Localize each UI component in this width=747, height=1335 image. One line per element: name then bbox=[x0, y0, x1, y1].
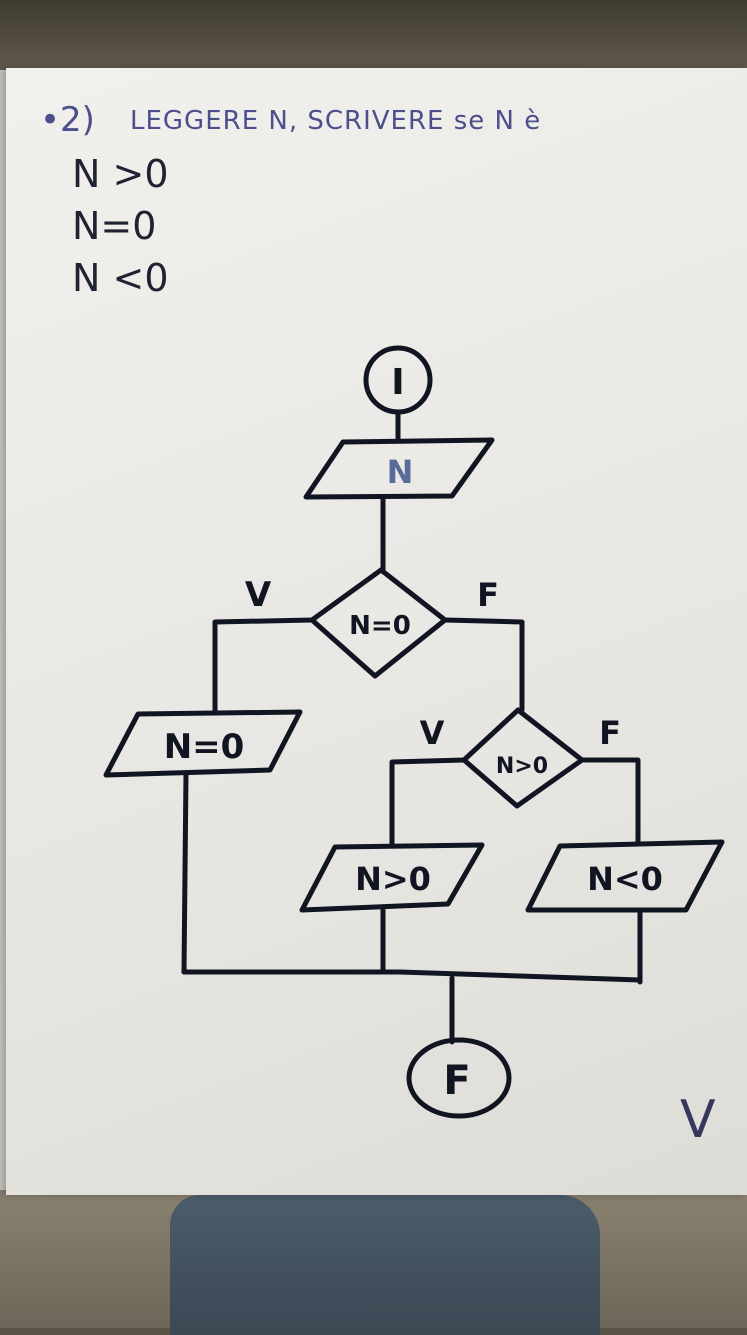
merge-line bbox=[181, 969, 643, 983]
paper-edge bbox=[0, 70, 10, 1190]
decision2-true-label: V bbox=[420, 714, 445, 752]
input-block bbox=[303, 437, 495, 500]
decision2-label: N>0 bbox=[496, 754, 548, 779]
decision1-label: N=0 bbox=[349, 611, 411, 641]
task-number: •2) bbox=[40, 100, 95, 140]
connector-decision1-true bbox=[212, 617, 315, 715]
decision2-false-label: F bbox=[599, 714, 621, 752]
connector-decision1-false bbox=[442, 617, 525, 713]
task-text: LEGGERE N, SCRIVERE se N è bbox=[130, 106, 542, 136]
output-zero-block bbox=[103, 709, 303, 778]
decision1-true-label: V bbox=[245, 575, 272, 615]
connector-decision2-false bbox=[579, 757, 641, 845]
output-negative-block bbox=[525, 839, 725, 913]
decision1-false-label: F bbox=[477, 576, 499, 614]
output-negative-label: N<0 bbox=[587, 860, 663, 898]
notebook-page bbox=[6, 68, 747, 1195]
output-zero-label: N=0 bbox=[164, 727, 245, 767]
end-label: F bbox=[443, 1058, 470, 1104]
connector-zero-merge bbox=[181, 770, 189, 975]
end-terminal bbox=[406, 1037, 512, 1119]
check-mark: V bbox=[680, 1090, 716, 1150]
condition-negative: N <0 bbox=[72, 256, 169, 300]
decision-n-equals-zero bbox=[309, 567, 448, 679]
start-label: I bbox=[391, 362, 404, 403]
decision-n-greater-zero bbox=[461, 707, 585, 809]
connector-decision2-true bbox=[389, 757, 467, 848]
condition-zero: N=0 bbox=[72, 204, 157, 248]
output-positive-label: N>0 bbox=[355, 860, 431, 898]
output-positive-block bbox=[299, 842, 485, 913]
fabric-background bbox=[170, 1195, 600, 1335]
input-label: N bbox=[387, 453, 414, 491]
condition-positive: N >0 bbox=[72, 152, 169, 196]
